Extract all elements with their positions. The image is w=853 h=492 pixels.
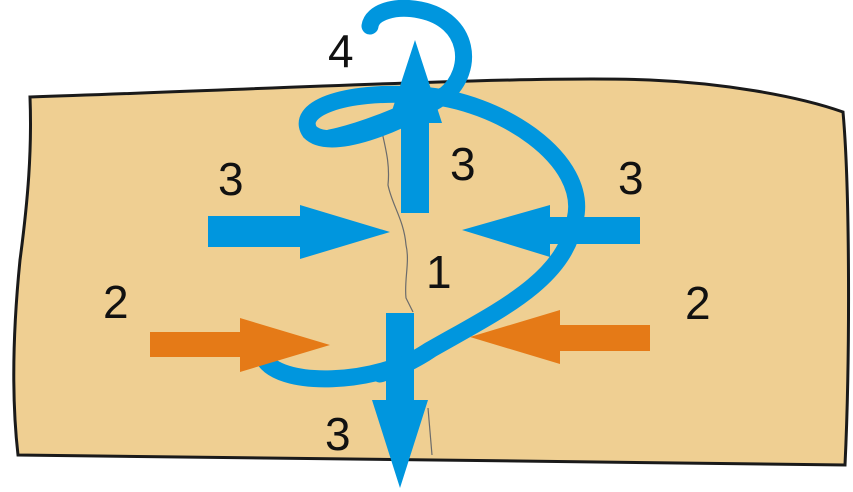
label-right-upper: 3 bbox=[618, 152, 644, 204]
label-bottom-center: 3 bbox=[325, 408, 351, 460]
orange-arrow-right bbox=[470, 310, 650, 364]
orange-arrow-left bbox=[150, 318, 330, 372]
blue-arrow-right bbox=[462, 205, 640, 257]
label-top: 4 bbox=[328, 25, 354, 77]
spiral-arrow-overlay-top bbox=[321, 86, 454, 147]
label-left-upper: 3 bbox=[218, 153, 244, 205]
blue-arrow-up bbox=[388, 40, 442, 213]
crack-line bbox=[381, 131, 414, 313]
label-left-lower: 2 bbox=[103, 276, 129, 328]
crack-line-lower bbox=[427, 407, 433, 456]
rock-block bbox=[12, 77, 851, 467]
label-upper-center: 3 bbox=[450, 138, 476, 190]
label-right-lower: 2 bbox=[685, 277, 711, 329]
blue-arrow-left bbox=[208, 205, 390, 259]
label-center: 1 bbox=[426, 246, 452, 298]
spiral-arrow-overlay bbox=[371, 341, 439, 383]
